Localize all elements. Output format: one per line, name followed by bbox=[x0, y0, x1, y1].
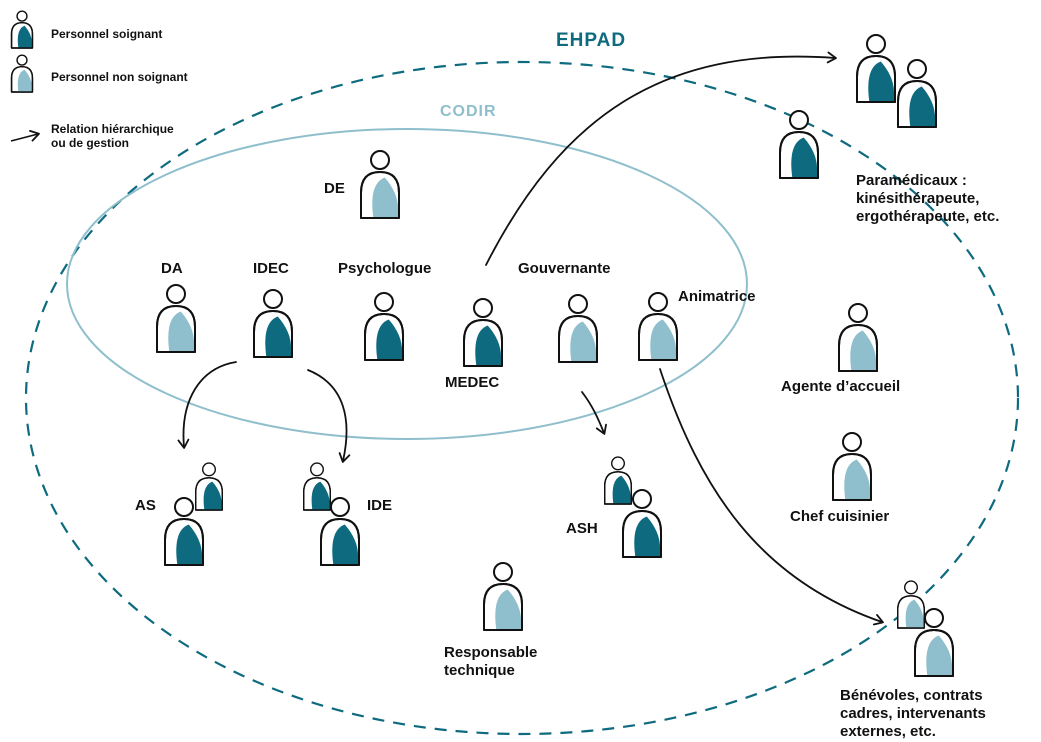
label-benevoles-line3: externes, etc. bbox=[840, 723, 936, 740]
legend-relation-label-line1: Relation hiérarchique bbox=[51, 122, 174, 136]
label-ide: IDE bbox=[367, 497, 393, 514]
arrow-idec-to-as bbox=[177, 361, 237, 449]
person-da-icon bbox=[156, 284, 196, 353]
arrow-animatrice-to-benevoles bbox=[659, 368, 884, 626]
label-agente-accueil: Agente d’accueil bbox=[781, 378, 901, 395]
legend-soignant-figure-icon bbox=[10, 10, 34, 49]
label-paramedicaux-line3: ergothérapeute, etc. bbox=[856, 208, 1000, 225]
label-da: DA bbox=[161, 260, 183, 277]
legend-non-soignant-figure-icon bbox=[10, 54, 34, 93]
label-chef-cuisinier: Chef cuisinier bbox=[790, 508, 890, 525]
person-idec-icon bbox=[253, 289, 293, 358]
person-paramedical-3-icon bbox=[779, 110, 819, 179]
label-responsable-line1: Responsable bbox=[444, 644, 538, 661]
arrow-idec-to-ide bbox=[307, 369, 351, 463]
codir-boundary bbox=[66, 128, 748, 440]
person-chef-cuisinier-icon bbox=[832, 432, 872, 501]
label-idec: IDEC bbox=[253, 260, 289, 277]
label-paramedicaux-line2: kinésithérapeute, bbox=[856, 190, 980, 207]
person-gouvernante-icon bbox=[558, 294, 598, 363]
person-ash-back-icon bbox=[604, 456, 632, 505]
label-medec: MEDEC bbox=[445, 374, 500, 391]
legend-soignant-label: Personnel soignant bbox=[51, 27, 163, 41]
legend-relation-label-line2: ou de gestion bbox=[51, 136, 129, 150]
label-as: AS bbox=[135, 497, 156, 514]
person-paramedical-2-icon bbox=[897, 59, 937, 128]
person-benevole-back-icon bbox=[897, 580, 925, 629]
label-de: DE bbox=[324, 180, 345, 197]
arrow-medec-to-paramedicaux bbox=[485, 51, 837, 266]
person-ash-front-icon bbox=[622, 489, 662, 558]
arrow-gouvernante-to-ash bbox=[581, 391, 607, 435]
person-responsable-icon bbox=[483, 562, 523, 631]
person-paramedical-1-icon bbox=[856, 34, 896, 103]
person-as-front-icon bbox=[164, 497, 204, 566]
codir-title: CODIR bbox=[440, 103, 497, 120]
label-animatrice: Animatrice bbox=[678, 288, 756, 305]
person-agente-accueil-icon bbox=[838, 303, 878, 372]
label-paramedicaux-line1: Paramédicaux : bbox=[856, 172, 967, 189]
person-benevole-front-icon bbox=[914, 608, 954, 677]
person-medec-icon bbox=[463, 298, 503, 367]
label-ash: ASH bbox=[566, 520, 598, 537]
person-psychologue-icon bbox=[364, 292, 404, 361]
ehpad-boundary bbox=[24, 60, 1020, 736]
person-de-icon bbox=[360, 150, 400, 219]
legend-arrow-icon bbox=[10, 130, 40, 142]
label-psychologue: Psychologue bbox=[338, 260, 432, 277]
label-benevoles-line1: Bénévoles, contrats bbox=[840, 687, 983, 704]
person-as-back-icon bbox=[195, 462, 223, 511]
label-responsable-line2: technique bbox=[444, 662, 515, 679]
person-ide-front-icon bbox=[320, 497, 360, 566]
person-ide-back-icon bbox=[303, 462, 331, 511]
legend-non-soignant-label: Personnel non soignant bbox=[51, 70, 188, 84]
label-benevoles-line2: cadres, intervenants bbox=[840, 705, 986, 722]
ehpad-title: EHPAD bbox=[556, 30, 627, 51]
person-animatrice-icon bbox=[638, 292, 678, 361]
label-gouvernante: Gouvernante bbox=[518, 260, 611, 277]
